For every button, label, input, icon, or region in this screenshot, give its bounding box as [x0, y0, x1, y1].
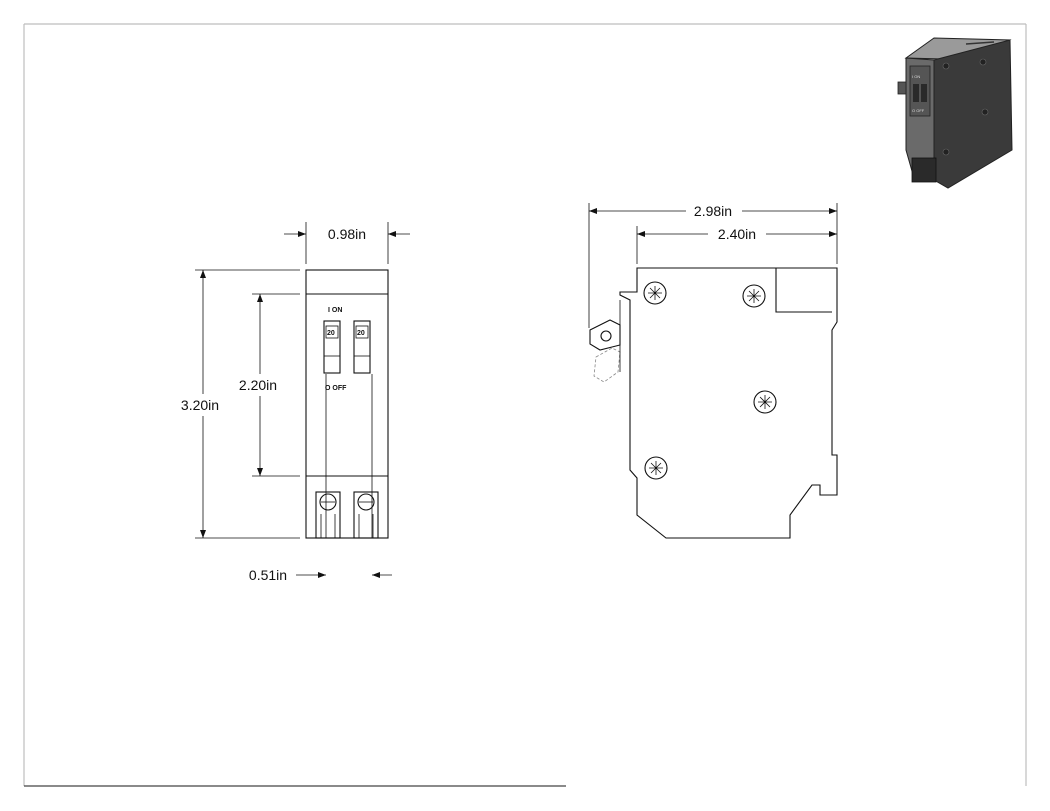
dim-height-label: 3.20in [181, 397, 219, 413]
side-body-outline [619, 267, 838, 539]
thumb-off-label: O OFF [912, 108, 925, 113]
side-lever [589, 300, 621, 383]
dim-handle-height-label: 2.20in [239, 377, 277, 393]
terminal-left [315, 491, 341, 539]
sheet-border [23, 23, 1027, 787]
dim-width-label: 0.98in [328, 226, 366, 242]
side-screw-2 [742, 284, 766, 308]
rating-left: 20 [327, 330, 335, 337]
dim-pole-spacing-label: 0.51in [249, 567, 287, 583]
dimension-pole-spacing: 0.51in [249, 567, 392, 583]
dimension-side-width: 2.98in [588, 203, 838, 328]
rating-right: 20 [357, 330, 365, 337]
side-screw-3 [753, 390, 777, 414]
dimension-side-body-width: 2.40in [636, 226, 837, 264]
isometric-thumbnail: I ON O OFF [897, 37, 1013, 189]
thumb-on-label: I ON [912, 74, 920, 79]
dim-side-body-width-label: 2.40in [718, 226, 756, 242]
side-screw-4 [644, 456, 668, 480]
front-view: I ON O OFF 20 20 [305, 269, 389, 539]
dimension-height: 3.20in [181, 269, 300, 539]
dim-side-width-label: 2.98in [694, 203, 732, 219]
front-body-outline [305, 269, 389, 539]
dimension-width: 0.98in [284, 222, 410, 264]
side-view [589, 267, 838, 539]
off-label: O OFF [325, 385, 347, 392]
side-top-notch [775, 268, 832, 313]
terminal-right [353, 491, 379, 539]
handle-left: 20 [323, 320, 341, 374]
side-screw-1 [643, 281, 667, 305]
on-label: I ON [328, 307, 342, 314]
dimension-handle-height: 2.20in [239, 293, 300, 477]
handle-right: 20 [353, 320, 371, 374]
